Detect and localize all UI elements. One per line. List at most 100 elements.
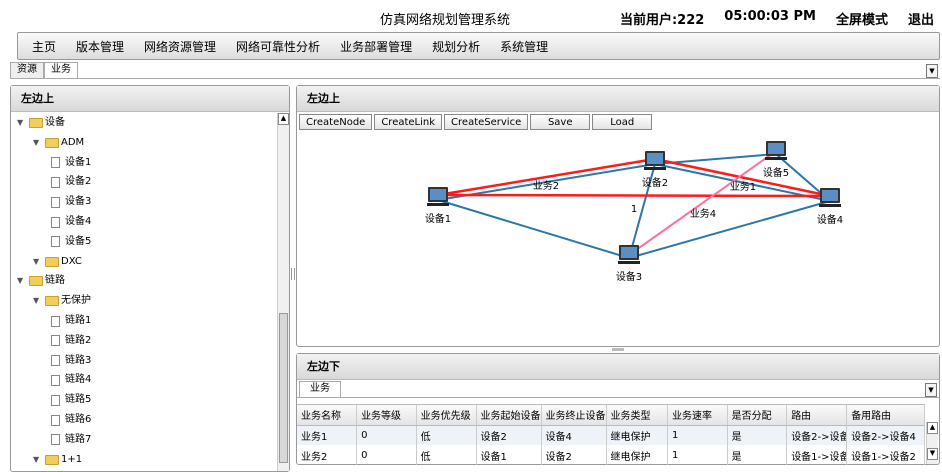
device-node[interactable]: 设备4: [817, 188, 843, 226]
expand-arrow-icon[interactable]: ▼: [33, 454, 40, 464]
tree-label: 链路4: [65, 374, 92, 386]
expand-arrow-icon[interactable]: ▼: [33, 256, 40, 266]
table-cell: 1: [667, 425, 728, 445]
menu-version[interactable]: 版本管理: [76, 39, 125, 54]
tree-leaf[interactable]: 链路3: [51, 352, 91, 370]
tree-leaf[interactable]: 设备5: [51, 233, 91, 251]
table-cell: 1: [667, 445, 728, 465]
tree-label: 链路5: [65, 394, 92, 406]
file-icon: [51, 176, 60, 188]
device-node[interactable]: 设备2: [642, 151, 668, 189]
file-icon: [51, 394, 60, 406]
link-edge[interactable]: [628, 163, 656, 259]
device-node[interactable]: 设备1: [425, 187, 451, 225]
tree-leaf[interactable]: 链路6: [51, 411, 91, 429]
tab-service[interactable]: 业务: [44, 62, 78, 78]
fullscreen-link[interactable]: 全屏模式: [835, 13, 888, 28]
service-route[interactable]: [628, 150, 777, 256]
tree-leaf[interactable]: 设备3: [51, 193, 91, 211]
link-edge[interactable]: [437, 199, 630, 259]
column-header[interactable]: 是否分配: [727, 405, 788, 426]
tab-resource[interactable]: 资源: [10, 62, 44, 78]
expand-arrow-icon[interactable]: ▼: [33, 296, 40, 306]
tree-folder[interactable]: ▼链路: [17, 272, 65, 290]
tree-leaf[interactable]: 设备2: [51, 173, 91, 191]
tree-folder[interactable]: ▼1+1: [33, 451, 82, 469]
column-header[interactable]: 业务速率: [667, 405, 728, 426]
device-label: 设备1: [425, 212, 451, 225]
file-icon: [51, 374, 60, 386]
service-route[interactable]: [437, 193, 831, 198]
column-header[interactable]: 业务名称: [297, 405, 358, 426]
create-node-button[interactable]: CreateNode: [299, 114, 373, 130]
tree-folder[interactable]: ▼DXC: [33, 253, 82, 271]
expand-arrow-icon[interactable]: ▼: [17, 118, 24, 127]
table-cell: 0: [356, 445, 417, 465]
logout-link[interactable]: 退出: [907, 13, 934, 28]
column-header[interactable]: 业务类型: [606, 405, 669, 426]
column-header[interactable]: 业务起始设备: [476, 405, 542, 426]
tree-leaf[interactable]: 链路5: [51, 391, 91, 409]
menu-system[interactable]: 系统管理: [500, 39, 549, 54]
device-node[interactable]: 设备5: [763, 141, 789, 179]
split-handle-horizontal[interactable]: [612, 348, 624, 351]
table-cell: 0: [356, 425, 417, 445]
service-tab-dropdown-icon[interactable]: ▼: [925, 383, 937, 397]
tree-label: 链路6: [65, 414, 92, 425]
menu-home[interactable]: 主页: [32, 39, 57, 54]
link-edge[interactable]: [628, 200, 831, 259]
tree-leaf[interactable]: 链路1: [51, 312, 91, 330]
split-handle[interactable]: [291, 268, 295, 280]
service-route[interactable]: [437, 157, 656, 197]
load-button[interactable]: Load: [592, 114, 653, 130]
top-tabstrip: 资源 业务 ▼: [10, 62, 940, 79]
table-cell: 设备4: [541, 425, 607, 445]
file-icon: [51, 196, 60, 208]
tree-folder[interactable]: ▼ADM: [33, 134, 84, 152]
column-header[interactable]: 业务等级: [356, 405, 417, 426]
tree-leaf[interactable]: 链路4: [51, 371, 91, 389]
scroll-up-icon[interactable]: ▲: [278, 113, 289, 125]
create-link-button[interactable]: CreateLink: [374, 114, 443, 130]
table-scroll-down-icon[interactable]: ▼: [927, 448, 938, 460]
edge-label: 业务2: [533, 179, 559, 192]
tree-leaf[interactable]: 设备4: [51, 213, 91, 231]
column-header[interactable]: 业务优先级: [416, 405, 477, 426]
column-header[interactable]: 路由: [786, 405, 848, 426]
create-service-button[interactable]: CreateService: [444, 114, 529, 130]
tree-scrollbar[interactable]: ▲: [277, 113, 289, 471]
menu-network-resource[interactable]: 网络资源管理: [144, 39, 217, 54]
column-header[interactable]: 业务终止设备: [541, 405, 607, 426]
tab-dropdown-icon[interactable]: ▼: [926, 64, 938, 78]
tree-leaf[interactable]: 设备1: [51, 154, 91, 172]
save-button[interactable]: Save: [530, 114, 591, 130]
table-cell: 继电保护: [606, 425, 669, 445]
table-cell: 设备2->设备4: [846, 425, 925, 445]
tree-folder[interactable]: ▼无保护: [33, 292, 91, 310]
table-cell: 低: [416, 445, 477, 465]
computer-icon: [427, 187, 449, 206]
menu-planning[interactable]: 规划分析: [432, 39, 481, 54]
tree-leaf[interactable]: 链路2: [51, 332, 91, 350]
tree-label: 设备: [45, 117, 65, 128]
device-label: 设备2: [642, 176, 668, 189]
expand-arrow-icon[interactable]: ▼: [33, 137, 40, 147]
column-header[interactable]: 备用路由: [846, 405, 925, 426]
topology-toolbar: CreateNode CreateLink CreateService Save…: [297, 112, 939, 132]
menu-reliability[interactable]: 网络可靠性分析: [236, 39, 321, 54]
menu-service-deploy[interactable]: 业务部署管理: [340, 39, 413, 54]
expand-arrow-icon[interactable]: ▼: [17, 276, 24, 286]
tree-folder[interactable]: ▼ 设备: [17, 114, 65, 132]
table-scrollbar[interactable]: ▲ ▼: [926, 422, 938, 464]
service-route[interactable]: [654, 157, 831, 198]
tree-leaf[interactable]: 链路7: [51, 431, 91, 449]
topology-panel: 左边上 CreateNode CreateLink CreateService …: [296, 85, 940, 347]
tree-scroll-thumb[interactable]: [279, 313, 288, 463]
tab-service-list[interactable]: 业务: [299, 381, 341, 397]
table-scroll-up-icon[interactable]: ▲: [927, 422, 938, 434]
device-node[interactable]: 设备3: [616, 245, 642, 283]
